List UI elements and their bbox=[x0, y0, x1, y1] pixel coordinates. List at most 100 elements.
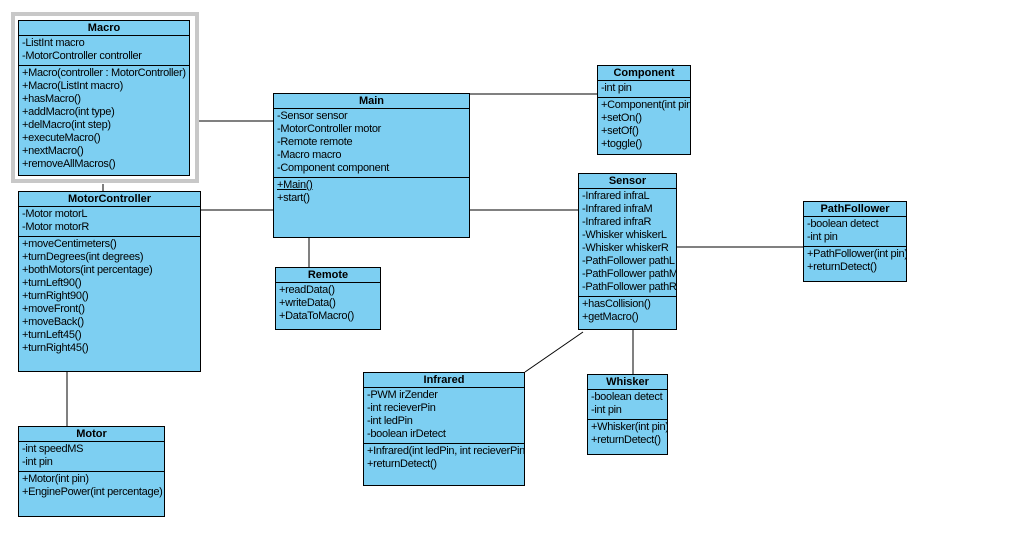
attribute-row: -boolean irDetect bbox=[367, 428, 446, 440]
method-row: +executeMacro() bbox=[22, 132, 101, 144]
method-row: +Main() bbox=[277, 179, 313, 191]
attribute-row: -MotorController motor bbox=[277, 123, 382, 135]
method-row: +EnginePower(int percentage) bbox=[22, 486, 163, 498]
class-title-main: Main bbox=[274, 94, 469, 109]
attribute-row: -PathFollower pathR bbox=[582, 281, 676, 293]
class-box-main[interactable]: Main -Sensor sensor-MotorController moto… bbox=[273, 93, 470, 238]
attribute-row: -Infrared infraL bbox=[582, 190, 650, 202]
class-title-remote: Remote bbox=[276, 268, 380, 283]
relationship-line-sensor-infrared[interactable] bbox=[524, 331, 584, 373]
method-row: +addMacro(int type) bbox=[22, 106, 115, 118]
method-row: +hasMacro() bbox=[22, 93, 81, 105]
method-row: +removeAllMacros() bbox=[22, 158, 116, 170]
attributes-compartment: -PWM irZender-int recieverPin-int ledPin… bbox=[364, 388, 524, 444]
attribute-row: -PathFollower pathM bbox=[582, 268, 676, 280]
attributes-compartment: -int speedMS-int pin bbox=[19, 442, 164, 472]
attribute-row: -Whisker whiskerL bbox=[582, 229, 667, 241]
attribute-row: -int pin bbox=[601, 82, 632, 94]
method-row: +setOf() bbox=[601, 125, 639, 137]
class-box-whisker[interactable]: Whisker -boolean detect-int pin +Whisker… bbox=[587, 374, 668, 455]
class-title-whisker: Whisker bbox=[588, 375, 667, 390]
class-title-motorcontroller: MotorController bbox=[19, 192, 200, 207]
methods-compartment: +Component(int pin)+setOn()+setOf()+togg… bbox=[598, 98, 690, 154]
method-row: +moveFront() bbox=[22, 303, 85, 315]
methods-compartment: +Macro(controller : MotorController)+Mac… bbox=[19, 66, 189, 175]
method-row: +bothMotors(int percentage) bbox=[22, 264, 153, 276]
method-row: +delMacro(int step) bbox=[22, 119, 111, 131]
method-row: +moveBack() bbox=[22, 316, 84, 328]
attribute-row: -Macro macro bbox=[277, 149, 342, 161]
selection-frame-macro bbox=[11, 12, 199, 183]
attribute-row: -int ledPin bbox=[367, 415, 413, 427]
attributes-compartment: -Sensor sensor-MotorController motor-Rem… bbox=[274, 109, 469, 178]
method-row: +setOn() bbox=[601, 112, 642, 124]
attribute-row: -int speedMS bbox=[22, 443, 84, 455]
attribute-row: -Whisker whiskerR bbox=[582, 242, 669, 254]
attribute-row: -Motor motorR bbox=[22, 221, 89, 233]
attribute-row: -PWM irZender bbox=[367, 389, 438, 401]
method-row: +nextMacro() bbox=[22, 145, 84, 157]
class-box-macro[interactable]: Macro -ListInt macro-MotorController con… bbox=[18, 20, 190, 176]
methods-compartment: +Whisker(int pin)+returnDetect() bbox=[588, 420, 667, 454]
attribute-row: -Component component bbox=[277, 162, 390, 174]
class-box-pathfollower[interactable]: PathFollower -boolean detect-int pin +Pa… bbox=[803, 201, 907, 282]
class-box-infrared[interactable]: Infrared -PWM irZender-int recieverPin-i… bbox=[363, 372, 525, 486]
method-row: +turnRight45() bbox=[22, 342, 89, 354]
method-row: +writeData() bbox=[279, 297, 336, 309]
method-row: +hasCollision() bbox=[582, 298, 651, 310]
class-box-remote[interactable]: Remote +readData()+writeData()+DataToMac… bbox=[275, 267, 381, 330]
attribute-row: -PathFollower pathL bbox=[582, 255, 675, 267]
class-title-motor: Motor bbox=[19, 427, 164, 442]
class-title-sensor: Sensor bbox=[579, 174, 676, 189]
methods-compartment: +readData()+writeData()+DataToMacro() bbox=[276, 283, 380, 329]
attributes-compartment: -int pin bbox=[598, 81, 690, 98]
methods-compartment: +Motor(int pin)+EnginePower(int percenta… bbox=[19, 472, 164, 516]
attribute-row: -boolean detect bbox=[807, 218, 879, 230]
attributes-compartment: -Infrared infraL-Infrared infraM-Infrare… bbox=[579, 189, 676, 297]
method-row: +returnDetect() bbox=[367, 458, 437, 470]
methods-compartment: +hasCollision()+getMacro() bbox=[579, 297, 676, 329]
attribute-row: -Motor motorL bbox=[22, 208, 88, 220]
attributes-compartment: -Motor motorL-Motor motorR bbox=[19, 207, 200, 237]
class-box-sensor[interactable]: Sensor -Infrared infraL-Infrared infraM-… bbox=[578, 173, 677, 330]
methods-compartment: +PathFollower(int pin)+returnDetect() bbox=[804, 247, 906, 281]
class-box-motorcontroller[interactable]: MotorController -Motor motorL-Motor moto… bbox=[18, 191, 201, 372]
method-row: +readData() bbox=[279, 284, 335, 296]
attribute-row: -Sensor sensor bbox=[277, 110, 348, 122]
method-row: +returnDetect() bbox=[591, 434, 661, 446]
attribute-row: -Infrared infraR bbox=[582, 216, 652, 228]
class-title-pathfollower: PathFollower bbox=[804, 202, 906, 217]
attributes-compartment: -boolean detect-int pin bbox=[588, 390, 667, 420]
attribute-row: -Infrared infraM bbox=[582, 203, 653, 215]
attribute-row: -MotorController controller bbox=[22, 50, 142, 62]
method-row: +turnLeft45() bbox=[22, 329, 82, 341]
class-title-component: Component bbox=[598, 66, 690, 81]
method-row: +Component(int pin) bbox=[601, 99, 690, 111]
methods-compartment: +Infrared(int ledPin, int recieverPin)+r… bbox=[364, 444, 524, 485]
attribute-row: -int recieverPin bbox=[367, 402, 436, 414]
method-row: +turnRight90() bbox=[22, 290, 89, 302]
class-title-infrared: Infrared bbox=[364, 373, 524, 388]
class-title-macro: Macro bbox=[19, 21, 189, 36]
attribute-row: -Remote remote bbox=[277, 136, 353, 148]
method-row: +Infrared(int ledPin, int recieverPin) bbox=[367, 445, 524, 457]
attributes-compartment: -boolean detect-int pin bbox=[804, 217, 906, 247]
attribute-row: -int pin bbox=[22, 456, 53, 468]
method-row: +Motor(int pin) bbox=[22, 473, 89, 485]
method-row: +Whisker(int pin) bbox=[591, 421, 667, 433]
attribute-row: -boolean detect bbox=[591, 391, 663, 403]
method-row: +toggle() bbox=[601, 138, 643, 150]
method-row: +Macro(ListInt macro) bbox=[22, 80, 123, 92]
class-box-component[interactable]: Component -int pin +Component(int pin)+s… bbox=[597, 65, 691, 155]
method-row: +turnLeft90() bbox=[22, 277, 82, 289]
method-row: +turnDegrees(int degrees) bbox=[22, 251, 144, 263]
attribute-row: -int pin bbox=[591, 404, 622, 416]
method-row: +moveCentimeters() bbox=[22, 238, 117, 250]
attributes-compartment: -ListInt macro-MotorController controlle… bbox=[19, 36, 189, 66]
attribute-row: -ListInt macro bbox=[22, 37, 85, 49]
method-row: +Macro(controller : MotorController) bbox=[22, 67, 186, 79]
class-box-motor[interactable]: Motor -int speedMS-int pin +Motor(int pi… bbox=[18, 426, 165, 517]
method-row: +start() bbox=[277, 192, 310, 204]
